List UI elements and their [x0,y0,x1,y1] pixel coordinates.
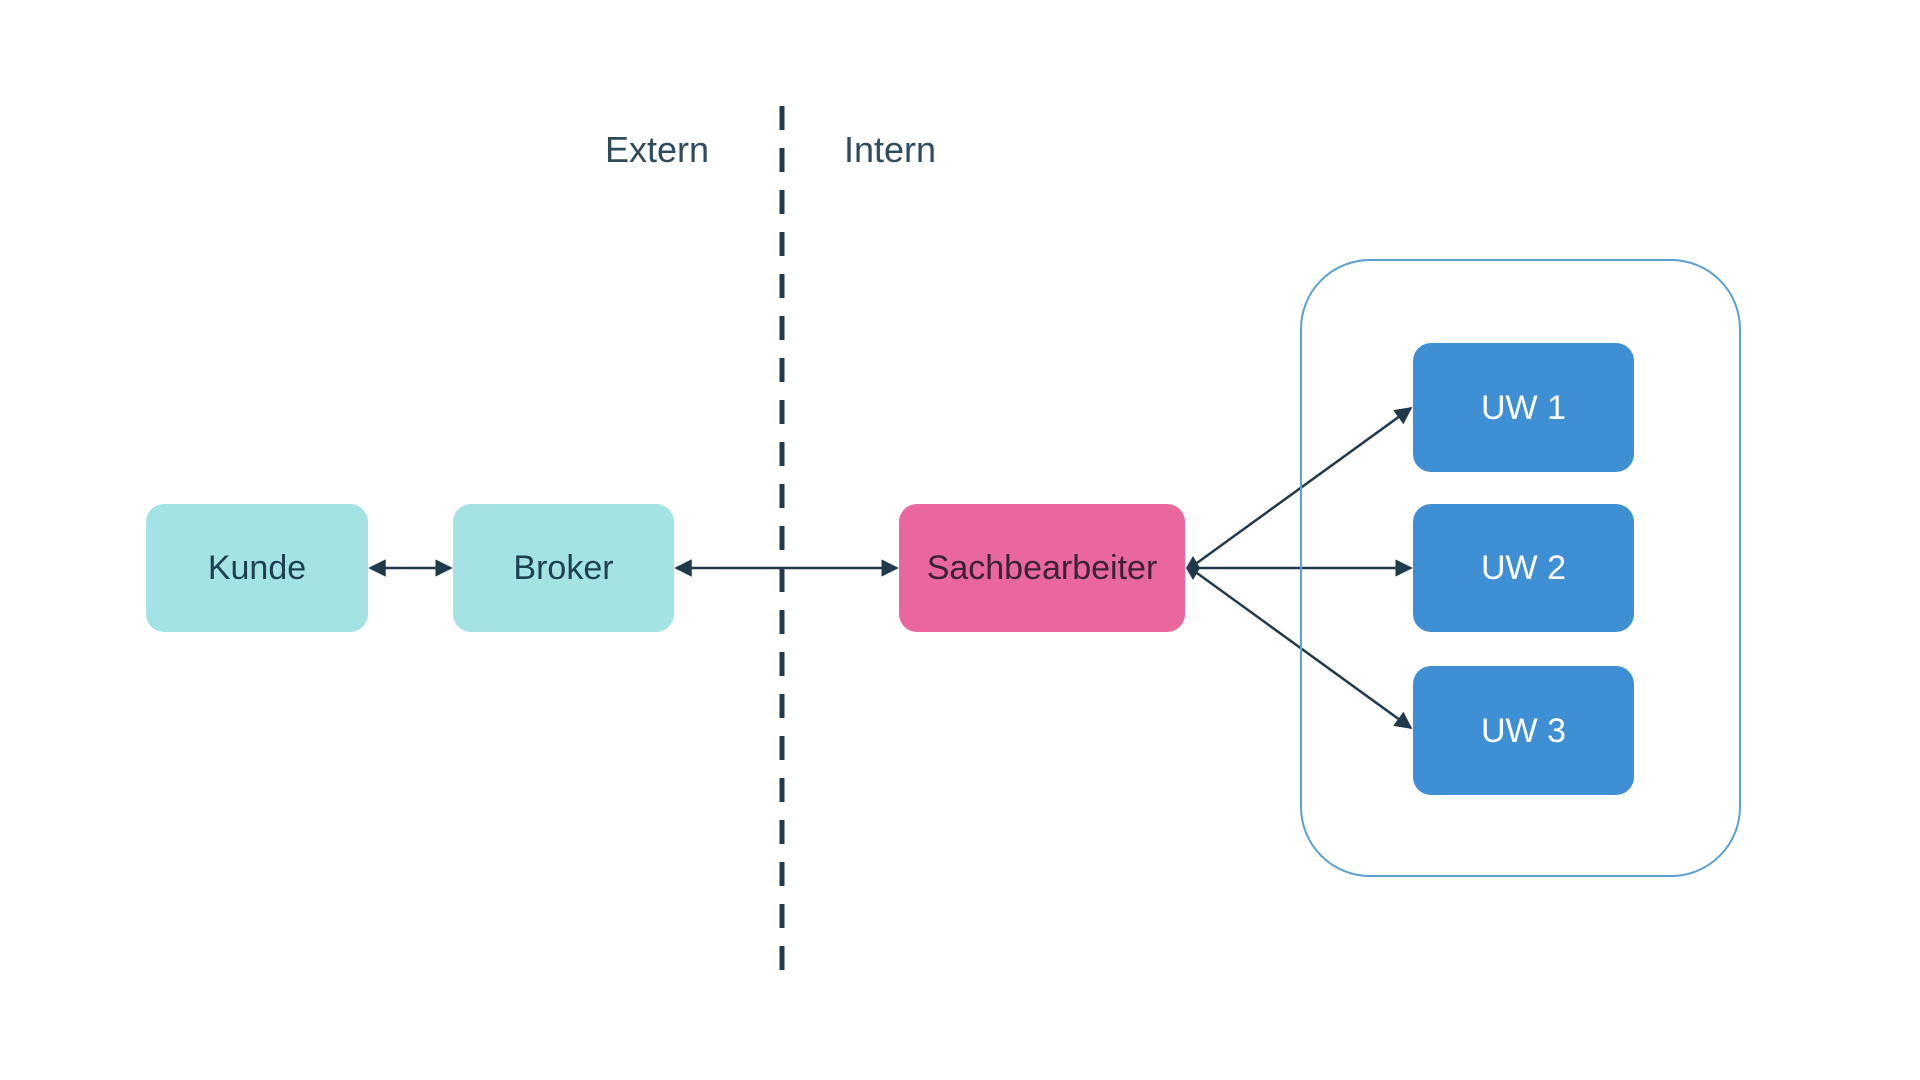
node-kunde[interactable]: Kunde [146,504,368,632]
fanout-origin-marker [1186,556,1200,580]
node-kunde-label: Kunde [207,549,307,587]
node-uw2[interactable]: UW 2 [1413,504,1634,632]
node-sachbearbeiter[interactable]: Sachbearbeiter [899,504,1185,632]
node-uw2-label: UW 2 [1481,549,1566,587]
node-uw1-label: UW 1 [1481,388,1566,427]
node-sachbearbeiter-label: Sachbearbeiter [926,549,1158,587]
zone-label-extern: Extern [605,129,710,170]
node-broker-label: Broker [513,549,614,587]
node-uw3-label: UW 3 [1481,711,1566,750]
node-uw3[interactable]: UW 3 [1413,666,1634,795]
node-uw1[interactable]: UW 1 [1413,343,1634,472]
node-broker[interactable]: Broker [453,504,674,632]
underwriter-group [1300,259,1741,877]
zone-label-intern: Intern [844,129,937,170]
